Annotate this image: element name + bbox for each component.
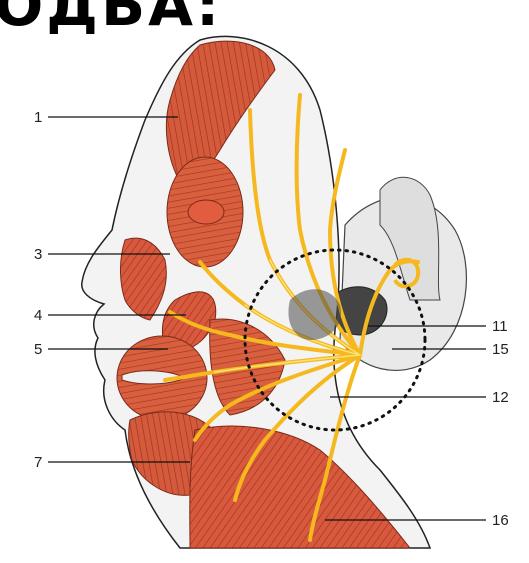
label-3: 3 (34, 246, 42, 263)
label-7: 7 (34, 454, 42, 471)
label-4: 4 (34, 307, 42, 324)
label-16: 16 (492, 512, 509, 529)
label-5: 5 (34, 341, 42, 358)
label-11: 11 (492, 318, 508, 335)
eye (188, 200, 224, 224)
label-12: 12 (492, 389, 509, 406)
label-15: 15 (492, 341, 509, 358)
label-1: 1 (34, 109, 42, 126)
